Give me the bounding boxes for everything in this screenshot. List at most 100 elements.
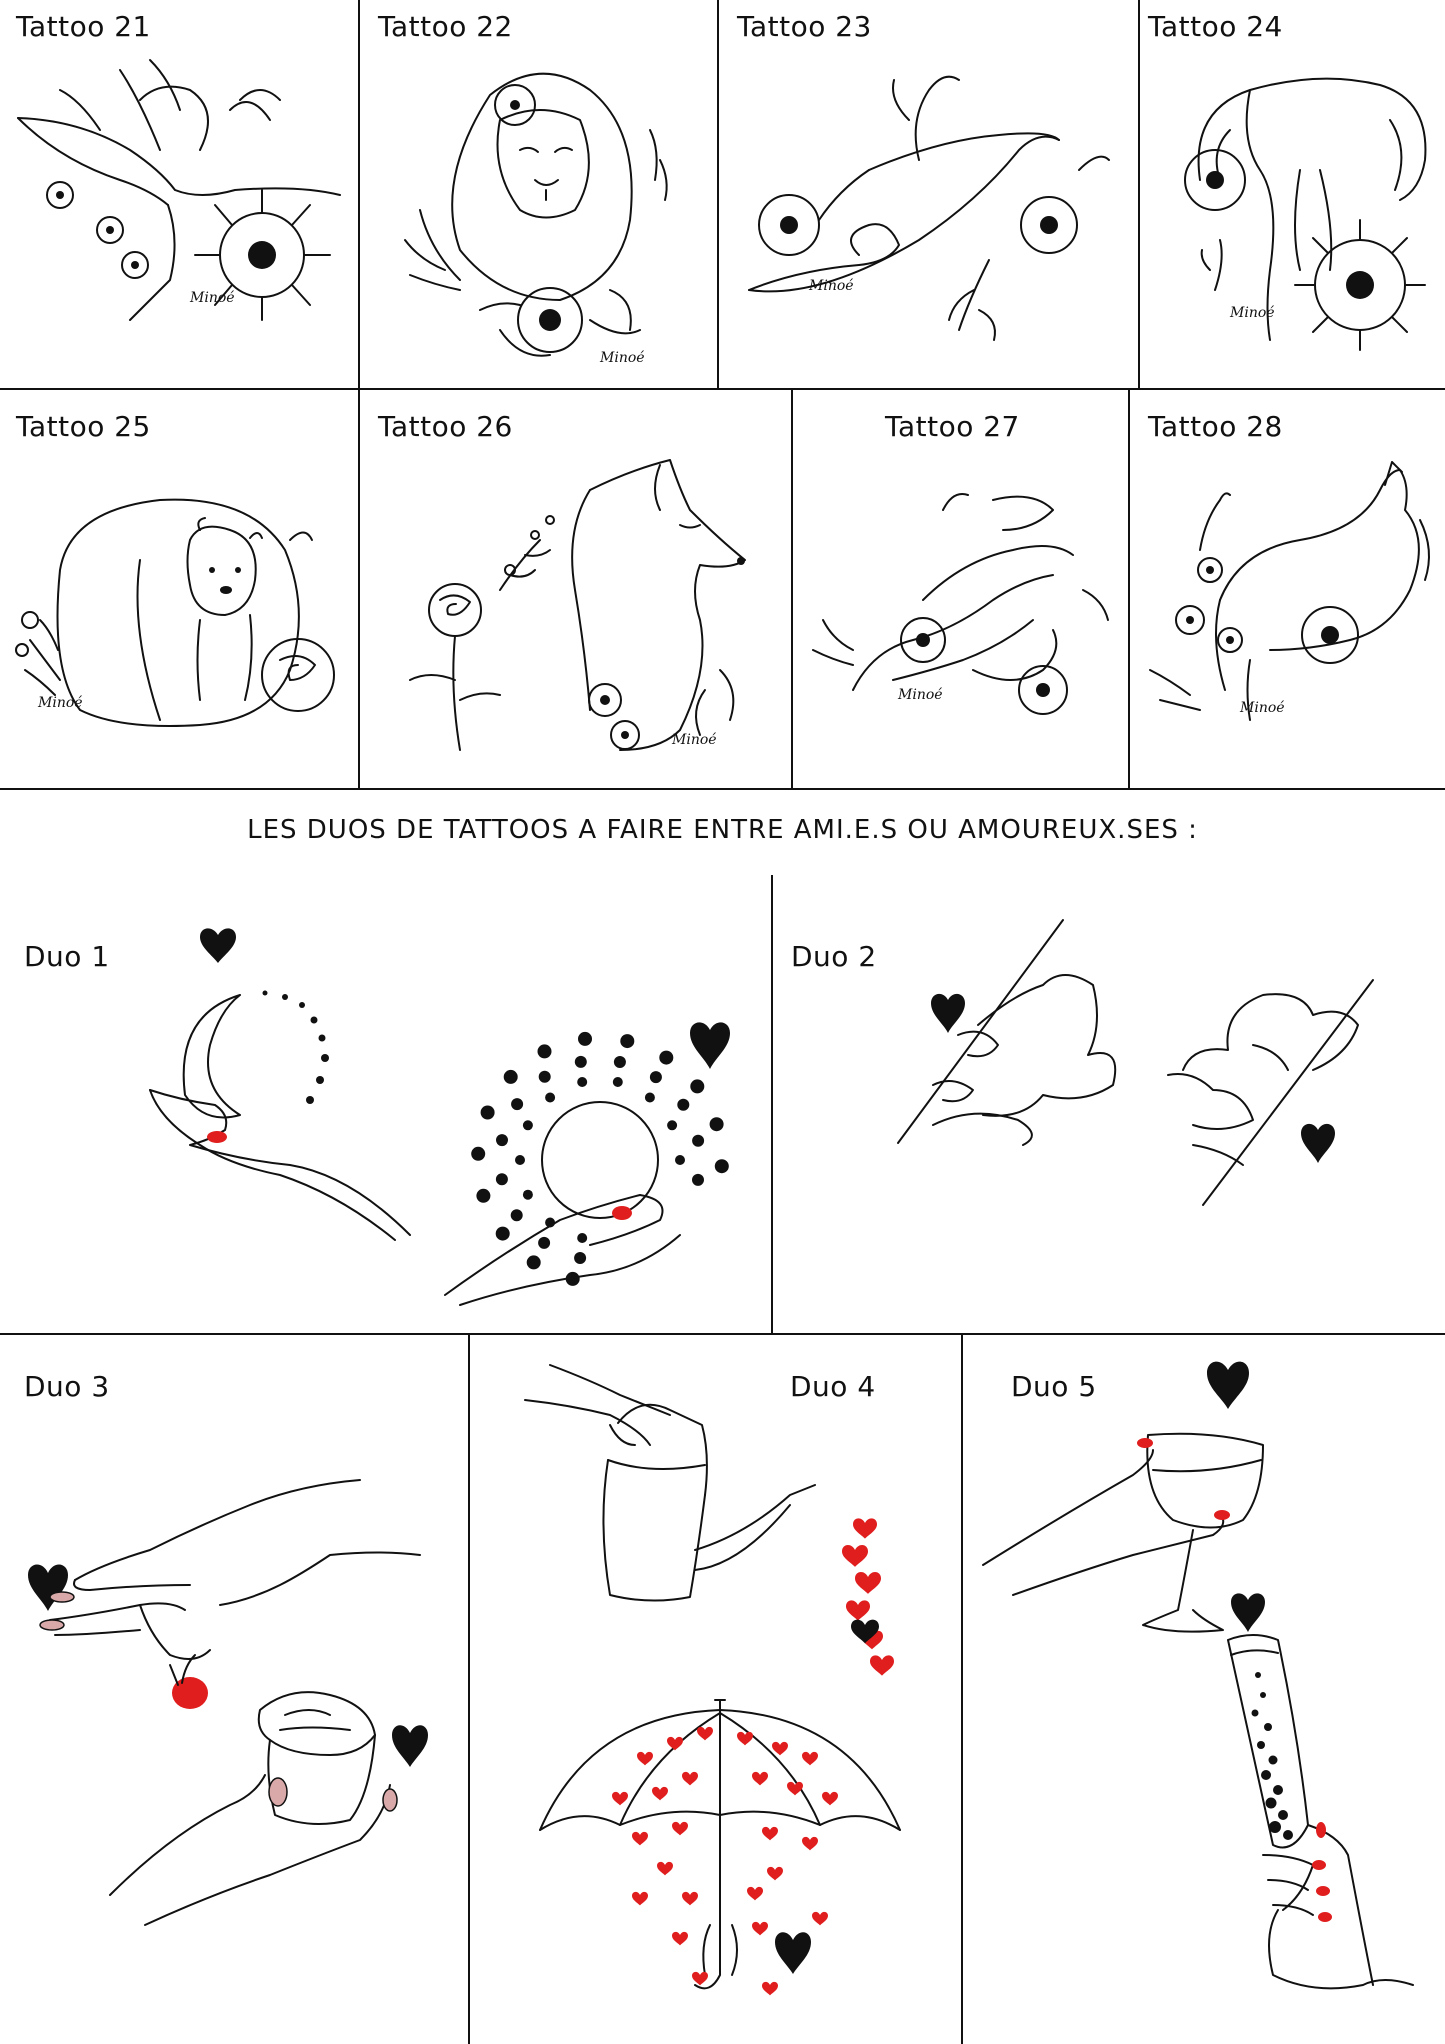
heart-icon <box>697 1726 713 1741</box>
heart-icon <box>772 1741 788 1756</box>
tattoo-cell-21: Tattoo 21 Minoé <box>0 0 358 390</box>
heart-icon <box>787 1781 803 1796</box>
ink-dot <box>503 1069 518 1084</box>
duo-label: Duo 2 <box>791 940 877 973</box>
ink-dot <box>577 1233 588 1243</box>
duo-label: Duo 3 <box>24 1370 110 1403</box>
ink-dot <box>515 1155 525 1165</box>
tattoo-cell-24: Tattoo 24 Minoé <box>1138 0 1445 390</box>
ink-dot <box>1255 1672 1261 1678</box>
split-flowers-drawing <box>897 919 1374 1206</box>
ink-dot <box>574 1055 587 1068</box>
heart-icon <box>747 1886 763 1901</box>
heart-icon <box>853 1518 877 1539</box>
heart-icon <box>822 1791 838 1806</box>
whale-drawing <box>748 75 1110 341</box>
tattoo-label: Tattoo 28 <box>1148 410 1283 443</box>
heart-icon <box>632 1831 648 1846</box>
ink-dot <box>511 1098 524 1111</box>
tattoo-label: Tattoo 27 <box>885 410 1020 443</box>
ink-dot <box>522 1189 533 1200</box>
ink-dot <box>1260 1692 1266 1698</box>
ink-dot <box>612 1077 623 1087</box>
heart-icon <box>682 1771 698 1786</box>
ink-dot <box>1251 1709 1259 1717</box>
ink-dot <box>1278 1810 1288 1820</box>
ink-dot <box>1273 1785 1283 1795</box>
tattoo-label: Tattoo 25 <box>16 410 151 443</box>
artist-signature: Minoé <box>600 350 645 366</box>
tattoo-label: Tattoo 23 <box>737 10 872 43</box>
wolf-drawing <box>1149 461 1430 721</box>
heart-icon <box>682 1891 698 1906</box>
ink-dot <box>613 1056 626 1068</box>
heart-icon <box>632 1891 648 1906</box>
heart-icon <box>846 1600 870 1621</box>
heart-icon <box>842 1544 868 1567</box>
ink-dot <box>496 1134 508 1147</box>
ink-dot <box>480 1105 495 1120</box>
ink-dot <box>692 1173 704 1186</box>
ink-dot <box>690 1079 705 1094</box>
tattoo-cell-28: Tattoo 28 Minoé <box>1128 390 1445 790</box>
heart-icon <box>657 1861 673 1876</box>
duo-label: Duo 4 <box>790 1370 876 1403</box>
tattoo-label: Tattoo 24 <box>1148 10 1283 43</box>
hands-flower-drawing <box>812 493 1109 715</box>
artist-signature: Minoé <box>672 732 717 748</box>
lion-drawing <box>404 72 668 357</box>
ink-dot <box>659 1050 674 1065</box>
ink-dot <box>1261 1770 1271 1780</box>
ink-dot <box>1257 1741 1265 1749</box>
artist-signature: Minoé <box>809 278 854 294</box>
moon-sun-hands-drawing <box>149 928 730 1306</box>
tattoo-cell-23: Tattoo 23 Minoé <box>717 0 1138 390</box>
ink-dot <box>538 1236 551 1249</box>
duo-label: Duo 1 <box>24 940 110 973</box>
ink-dot <box>495 1173 508 1186</box>
tattoo-cell-25: Tattoo 25 Minoé <box>0 390 358 790</box>
tattoo-cell-26: Tattoo 26 Minoé <box>358 390 791 790</box>
ink-dot <box>574 1252 587 1264</box>
wine-champagne-hands-drawing <box>982 1361 1414 1990</box>
artist-signature: Minoé <box>190 290 235 306</box>
ink-dot <box>1265 1797 1277 1809</box>
heart-icon <box>612 1791 628 1806</box>
duo-cell-4: Duo 4 <box>468 1335 961 2044</box>
tattoo-label: Tattoo 26 <box>378 410 513 443</box>
heart-icon <box>737 1731 753 1746</box>
tattoo-cell-27: Tattoo 27 Minoé <box>791 390 1128 790</box>
tattoo-cell-22: Tattoo 22 Minoé <box>358 0 717 390</box>
ink-dot <box>649 1071 662 1084</box>
duo-cell-3: Duo 3 <box>0 1335 468 2044</box>
heart-icon <box>870 1655 894 1676</box>
ink-dot <box>565 1271 580 1286</box>
ink-dot <box>667 1120 678 1131</box>
heart-icon <box>802 1751 818 1766</box>
artist-signature: Minoé <box>898 687 943 703</box>
ink-dot <box>677 1098 690 1111</box>
duo-label: Duo 5 <box>1011 1370 1097 1403</box>
artist-signature: Minoé <box>38 695 83 711</box>
heart-icon <box>851 1619 879 1644</box>
heart-icon <box>762 1826 778 1841</box>
heart-icon <box>752 1921 768 1936</box>
heart-icon <box>752 1771 768 1786</box>
ink-dot <box>476 1188 491 1203</box>
ink-dot <box>692 1134 705 1147</box>
artist-signature: Minoé <box>1240 700 1285 716</box>
ink-dot <box>578 1031 592 1046</box>
ink-dot <box>1264 1723 1272 1731</box>
ink-dot <box>471 1146 486 1161</box>
ink-dot <box>709 1117 724 1132</box>
duo-cell-1: Duo 1 <box>0 875 771 1335</box>
watering-can-umbrella-drawing <box>524 1364 901 1996</box>
tattoo-label: Tattoo 22 <box>378 10 513 43</box>
ink-dot <box>1283 1830 1293 1840</box>
duos-heading: LES DUOS DE TATTOOS A FAIRE ENTRE AMI.E.… <box>247 815 1198 845</box>
ink-dot <box>522 1120 533 1131</box>
duo-cell-5: Duo 5 <box>961 1335 1445 2044</box>
ink-dot <box>675 1155 685 1165</box>
heart-icon <box>667 1736 683 1751</box>
ink-dot <box>577 1077 588 1087</box>
